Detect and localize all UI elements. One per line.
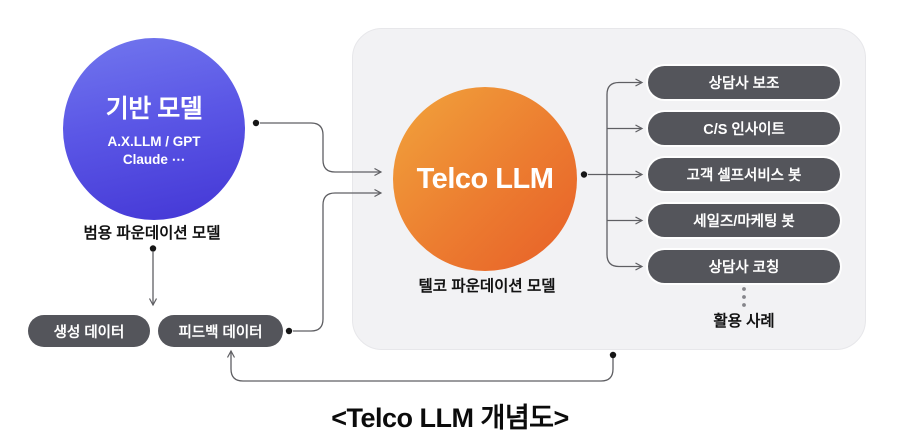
use-case-pill-agent-coaching: 상담사 코칭 <box>648 250 840 283</box>
base-model-examples: A.X.LLM / GPT Claude ⋯ <box>108 133 201 168</box>
base-model-examples-line2: Claude ⋯ <box>122 152 186 167</box>
base-model-caption: 범용 파운데이션 모델 <box>83 225 221 242</box>
telco-llm-circle: Telco LLM <box>393 87 577 271</box>
use-case-pill-cs-insight: C/S 인사이트 <box>648 112 840 145</box>
use-case-pill-selfservice-bot: 고객 셀프서비스 봇 <box>648 158 840 191</box>
base-model-title: 기반 모델 <box>105 95 203 124</box>
base-model-circle: 기반 모델 A.X.LLM / GPT Claude ⋯ <box>63 38 245 220</box>
dot-container-bottom <box>609 351 617 359</box>
telco-llm-title: Telco LLM <box>416 162 554 195</box>
connector-loop-to-feedback <box>231 351 614 382</box>
feedback-data-pill: 피드백 데이터 <box>158 315 283 347</box>
generation-data-pill: 생성 데이터 <box>28 315 150 347</box>
dot-base-caption <box>149 245 157 252</box>
use-case-pill-sales-marketing-bot: 세일즈/마케팅 봇 <box>648 204 840 237</box>
base-model-examples-line1: A.X.LLM / GPT <box>107 134 201 150</box>
diagram-title: <Telco LLM 개념도> <box>331 403 569 433</box>
telco-llm-caption: 텔코 파운데이션 모델 <box>418 278 556 295</box>
dot-base-circle <box>252 119 260 127</box>
dot-feedback-pill <box>285 327 293 335</box>
use-cases-caption: 활용 사례 <box>713 313 775 330</box>
use-case-pill-agent-assist: 상담사 보조 <box>648 66 840 99</box>
